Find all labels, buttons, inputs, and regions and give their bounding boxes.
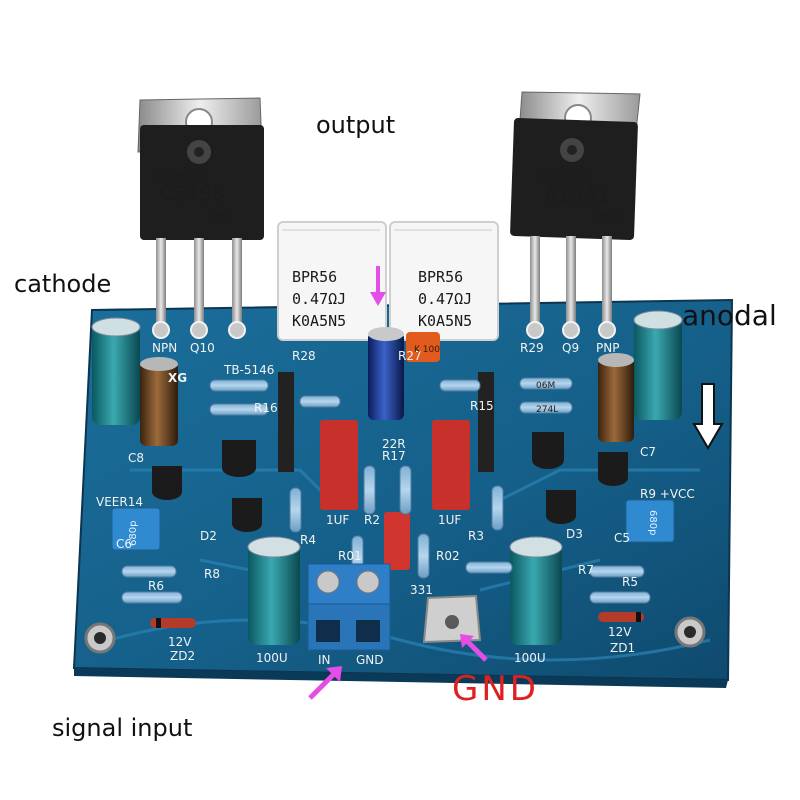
gnd-lug [422, 594, 482, 644]
silk-uf-right: 1UF [438, 513, 461, 527]
silk-model: TB-5146 [223, 363, 274, 377]
power-resistor-left: BPR56 0.47ΩJ K0A5N5 [277, 221, 387, 341]
cap-top-left [91, 317, 141, 425]
mounting-holes [84, 616, 706, 654]
cap-brown-left [140, 357, 178, 446]
zener-diodes [150, 612, 644, 628]
cap-100-mark: K 100 [414, 345, 440, 355]
cap-680p-right: 680p [647, 510, 658, 535]
res-06m-mark: 06M [536, 381, 555, 391]
heatsink-bars [278, 372, 494, 472]
silk-npn: NPN [152, 341, 177, 355]
silk-c5: C5 [614, 531, 630, 545]
cap-bottom-right [509, 536, 563, 645]
silk-c7: C7 [640, 445, 656, 459]
magenta-arrow-gnd [460, 634, 488, 662]
silk-r02: R02 [436, 549, 460, 563]
small-transistors [152, 432, 628, 532]
silk-vcc: R9 +VCC [640, 487, 695, 501]
cap-top-right [633, 310, 683, 420]
silk-in: IN [318, 653, 331, 667]
silk-gnd: GND [356, 653, 384, 667]
right-resistor-line3: K0A5N5 [418, 312, 472, 330]
transistor-a1941: TOSHIBA A1941 ARO [510, 91, 641, 328]
cap-brown-right [598, 353, 634, 442]
silk-veer: VEER14 [96, 495, 143, 509]
cap-navy-center [368, 327, 404, 420]
left-resistor-line2: 0.47ΩJ [292, 290, 346, 308]
right-transistor-part: A1941 [544, 183, 609, 207]
silk-q10: Q10 [190, 341, 215, 355]
magenta-arrow-input [308, 666, 342, 700]
cap-bottom-left [247, 536, 301, 645]
silk-zd2: ZD2 [170, 649, 195, 663]
silk-100u-right: 100U [514, 651, 546, 665]
silk-r6: R6 [148, 579, 164, 593]
silk-q9: Q9 [562, 341, 579, 355]
left-transistor-brand: TOSHIBA [151, 169, 206, 183]
power-resistor-right: BPR56 0.47ΩJ K0A5N5 [389, 221, 499, 341]
right-transistor-code: ARO [598, 208, 622, 221]
cap-680p-left: 680p [128, 521, 139, 546]
silk-zd1: ZD1 [610, 641, 635, 655]
silk-c8: C8 [128, 451, 144, 465]
right-transistor-brand: TOSHIBA [537, 171, 592, 185]
left-transistor-part: C5198 [160, 181, 225, 205]
small-resistors [121, 377, 651, 604]
silk-r29: R29 [520, 341, 544, 355]
label-signal-input: signal input [52, 714, 193, 742]
silk-brand-logo: XG [168, 371, 187, 385]
silk-r01: R01 [338, 549, 362, 563]
silk-d3: D3 [566, 527, 583, 541]
left-resistor-line3: K0A5N5 [292, 312, 346, 330]
silk-100u-left: 100U [256, 651, 288, 665]
silk-r27: R27 [398, 349, 422, 363]
silk-pnp: PNP [596, 341, 619, 355]
silk-12v-right: 12V [608, 625, 632, 639]
silk-r16: R16 [254, 401, 278, 415]
right-resistor-line1: BPR56 [418, 268, 463, 286]
silk-d2: D2 [200, 529, 217, 543]
silk-c6: C6 [116, 537, 132, 551]
label-anodal: anodal [682, 299, 777, 332]
res-274l-mark: 274L [536, 405, 558, 415]
silk-22r: 22R [382, 437, 406, 451]
input-terminal-block [307, 563, 391, 651]
silk-r2: R2 [364, 513, 380, 527]
blue-box-caps [111, 499, 675, 551]
silkscreen-labels: NPN Q10 R28 R27 R29 Q9 PNP XG TB-5146 VE… [96, 341, 695, 667]
silk-r15: R15 [470, 399, 494, 413]
outline-down-arrow-anodal [692, 383, 724, 450]
silk-r17: R17 [382, 449, 406, 463]
silk-12v-left: 12V [168, 635, 192, 649]
silk-r5: R5 [622, 575, 638, 589]
right-resistor-line2: 0.47ΩJ [418, 290, 472, 308]
power-pads [152, 321, 616, 339]
silk-r7: R7 [578, 563, 594, 577]
silk-uf-left: 1UF [326, 513, 349, 527]
silk-r8: R8 [204, 567, 220, 581]
label-cathode: cathode [14, 270, 112, 298]
label-output: output [316, 111, 396, 139]
silk-r3: R3 [468, 529, 484, 543]
magenta-arrow-resistor [370, 266, 386, 306]
film-caps [320, 332, 470, 570]
silk-r28: R28 [292, 349, 316, 363]
left-transistor-code: B40 [210, 208, 232, 221]
label-gnd: GND [452, 669, 539, 709]
transistor-c5198: TOSHIBA C5198 B40 [137, 97, 264, 328]
silk-331: 331 [410, 583, 433, 597]
pcb-edge [74, 668, 728, 688]
left-resistor-line1: BPR56 [292, 268, 337, 286]
silk-r4: R4 [300, 533, 316, 547]
